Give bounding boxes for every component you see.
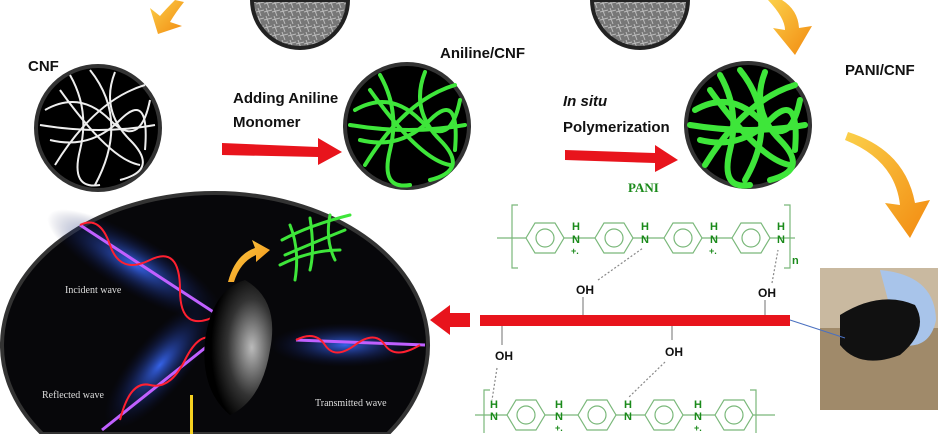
n-atom: N	[777, 234, 785, 246]
pani-cnf-label: PANI/CNF	[845, 62, 915, 79]
pani-label: PANI	[628, 180, 659, 195]
red-arrow-left	[430, 305, 470, 335]
cnf-circle	[34, 64, 162, 192]
n-atom: N	[641, 234, 649, 246]
adding-aniline-label-line1: Adding Aniline	[233, 90, 339, 107]
hydroxyl-label: OH	[495, 349, 513, 363]
pani-cnf-circle	[684, 61, 812, 189]
h-atom: H	[710, 221, 718, 233]
adding-aniline-label-line2: Monomer	[233, 114, 301, 131]
aniline-cnf-label: Aniline/CNF	[440, 45, 525, 62]
cnf-fiber-bar	[480, 315, 790, 326]
hydroxyl-label: OH	[576, 283, 594, 297]
h-atom: H	[694, 399, 702, 411]
orange-arrow-to-film	[845, 132, 930, 238]
n-atom: N	[490, 411, 498, 423]
em-shielding-scene: Incident wave Reflected wave Transmitted…	[0, 191, 430, 434]
hydroxyl-label: OH	[665, 345, 683, 359]
red-arrow-polymerization	[565, 145, 678, 172]
incident-wave-label: Incident wave	[65, 285, 122, 296]
h-atom: H	[555, 399, 563, 411]
red-arrow-adding	[222, 138, 342, 165]
n-atom: N	[555, 411, 563, 423]
pani-cnf-chemistry	[475, 204, 795, 433]
radical-cation: +.	[709, 246, 717, 256]
n-atom: N	[694, 411, 702, 423]
n-atom: N	[572, 234, 580, 246]
in-situ-label: In situ	[563, 93, 608, 110]
h-atom: H	[777, 221, 785, 233]
h-atom: H	[641, 221, 649, 233]
hydroxyl-label: OH	[758, 286, 776, 300]
cnf-label: CNF	[28, 58, 59, 75]
orange-arrow-to-pani-cnf	[768, 0, 812, 55]
radical-cation: +.	[571, 246, 579, 256]
n-atom: N	[710, 234, 718, 246]
pani-chain-bottom	[475, 389, 775, 433]
transmitted-wave-label: Transmitted wave	[315, 398, 387, 409]
repeat-unit-n: n	[792, 255, 799, 267]
film-photo	[789, 268, 938, 410]
pani-chain-top	[497, 204, 795, 269]
radical-cation: +.	[694, 423, 702, 433]
radical-cation: +.	[555, 423, 563, 433]
n-atom: N	[624, 411, 632, 423]
h-atom: H	[624, 399, 632, 411]
polymerization-label: Polymerization	[563, 119, 670, 136]
h-atom: H	[572, 221, 580, 233]
sem-image-pani-cnf	[589, 0, 691, 50]
sem-image-cnf	[249, 0, 351, 50]
reflected-wave-label: Reflected wave	[42, 390, 104, 401]
aniline-cnf-circle	[343, 62, 471, 190]
h-atom: H	[490, 399, 498, 411]
orange-arrow-to-cnf	[150, 0, 184, 34]
